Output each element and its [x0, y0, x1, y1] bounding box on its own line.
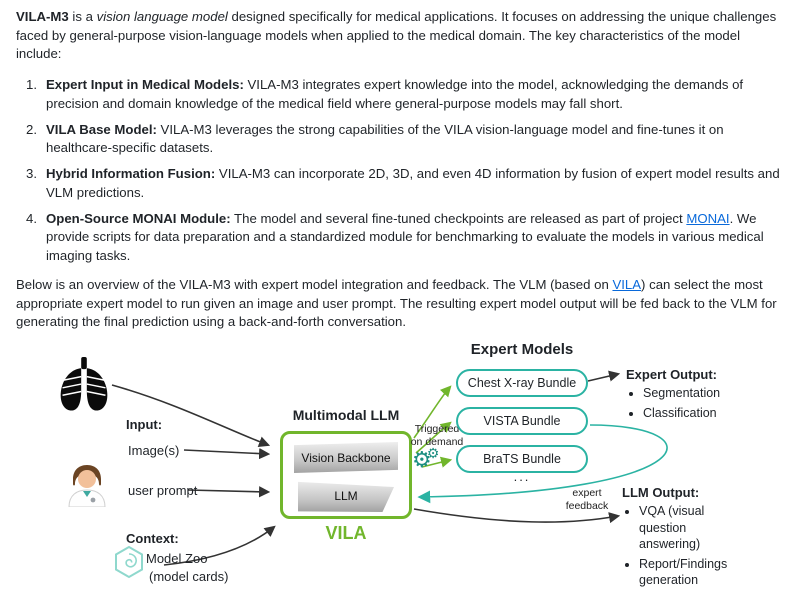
expert-output-title: Expert Output:	[626, 367, 717, 383]
vila-link[interactable]: VILA	[612, 276, 642, 292]
vila-label: VILA	[325, 523, 367, 544]
multimodal-llm-title: Multimodal LLM	[292, 407, 400, 424]
intro-paragraph: VILA-M3 is a vision language model desig…	[16, 9, 777, 62]
expert-output-list: Segmentation Classification	[628, 385, 746, 424]
model-cards-label: (model cards)	[149, 569, 229, 585]
list-item-title: Open-Source MONAI Module:	[46, 210, 231, 226]
llm-output-title: LLM Output:	[622, 485, 700, 501]
list-number: 3.	[26, 166, 37, 182]
context-label: Context:	[126, 531, 179, 547]
llm-output-item: Report/Findings generation	[639, 556, 734, 589]
list-item: 4.Open-Source MONAI Module: The model an…	[26, 210, 764, 264]
list-number: 4.	[26, 210, 37, 226]
llm-box: LLM	[298, 481, 394, 513]
vlm-emphasis: vision language model	[96, 9, 228, 24]
expert-output-item: Classification	[643, 405, 746, 422]
list-item-title: Hybrid Information Fusion:	[46, 166, 216, 182]
list-item: 3.Hybrid Information Fusion: VILA-M3 can…	[26, 166, 780, 200]
list-item-title: Expert Input in Medical Models:	[46, 77, 244, 93]
bundle-chest-xray: Chest X-ray Bundle	[456, 369, 588, 398]
doctor-avatar	[68, 465, 106, 508]
key-characteristics-list: 1.Expert Input in Medical Models: VILA-M…	[16, 76, 784, 266]
overview-paragraph: Below is an overview of the VILA-M3 with…	[16, 276, 777, 330]
expert-feedback-label: expert feedback	[565, 487, 609, 513]
list-number: 1.	[26, 77, 37, 93]
model-name: VILA-M3	[16, 9, 69, 24]
gear-icon: ⚙	[412, 447, 432, 473]
vision-backbone-box: Vision Backbone	[294, 442, 398, 474]
expert-output-item: Segmentation	[643, 385, 746, 402]
images-label: Image(s)	[128, 443, 180, 459]
expert-models-title: Expert Models	[470, 341, 574, 359]
user-prompt-label: user prompt	[128, 483, 198, 499]
more-bundles-ellipsis: ...	[513, 469, 531, 485]
gear-icons: ⚙⚙	[412, 445, 439, 473]
model-zoo-icon	[115, 545, 143, 579]
triggered-on-demand-label: Triggered on demand	[410, 423, 464, 449]
model-zoo-label: Model Zoo	[146, 551, 208, 567]
bundle-vista: VISTA Bundle	[456, 407, 588, 436]
list-item-title: VILA Base Model:	[46, 121, 157, 137]
llm-output-list: VQA (visual question answering) Report/F…	[624, 503, 734, 592]
monai-link[interactable]: MONAI	[686, 210, 730, 226]
list-item: 2.VILA Base Model: VILA-M3 leverages the…	[26, 121, 724, 156]
bundle-brats: BraTS Bundle	[456, 445, 588, 474]
input-label: Input:	[126, 417, 163, 433]
list-number: 2.	[26, 121, 37, 137]
llm-output-item: VQA (visual question answering)	[639, 503, 734, 553]
chest-xray-image	[60, 357, 108, 411]
gear-icon: ⚙	[426, 445, 440, 462]
architecture-diagram: Input: Image(s) user prompt Context: Mod…	[16, 341, 784, 599]
multimodal-llm-box: Vision Backbone LLM	[280, 431, 412, 520]
list-item: 1.Expert Input in Medical Models: VILA-M…	[26, 77, 744, 111]
